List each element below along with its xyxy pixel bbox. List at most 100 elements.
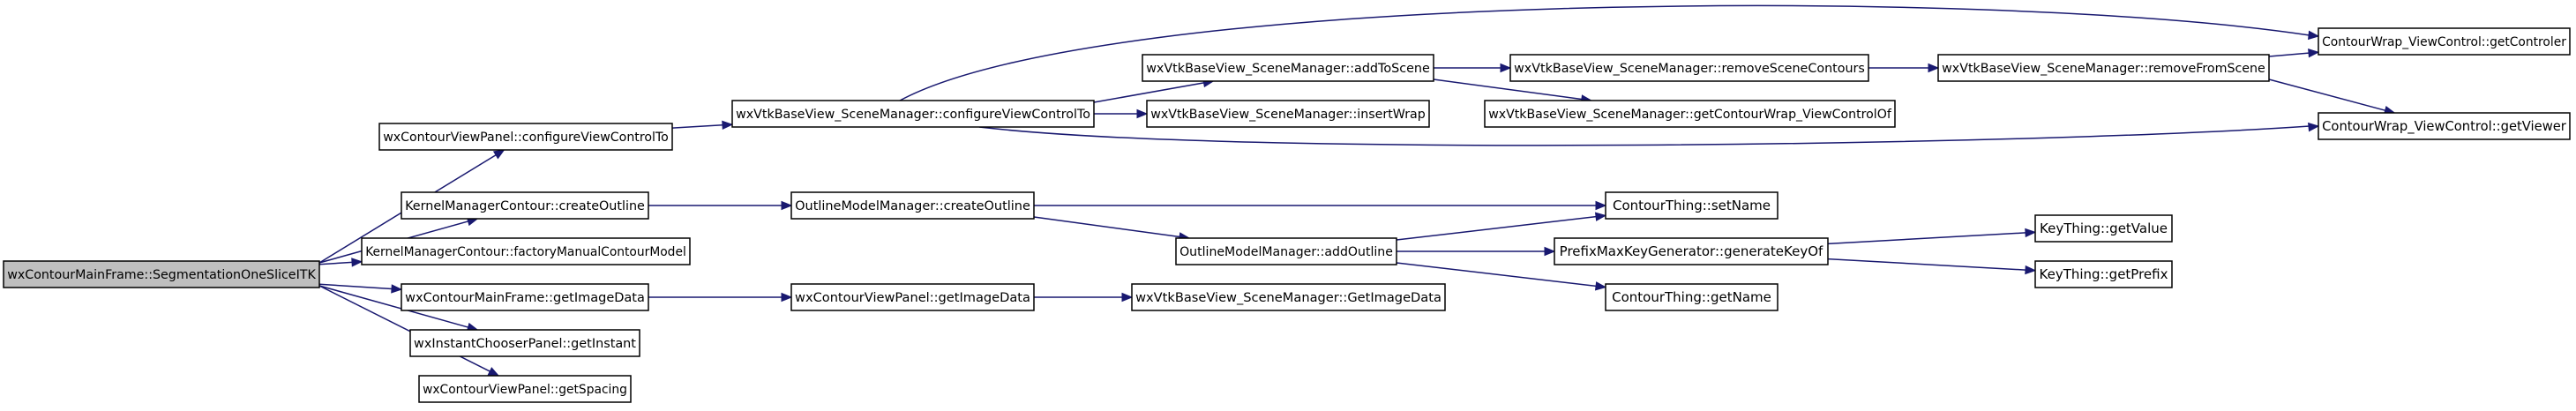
edge-n18-to-n21 xyxy=(1827,258,2037,275)
edge-n15-to-n16 xyxy=(1033,216,1191,242)
edge-n16-to-n19-arrowhead xyxy=(1594,281,1607,291)
edge-n12-to-n13 xyxy=(2268,48,2320,58)
edge-n16-to-n18 xyxy=(1397,246,1556,257)
edge-n12-to-n13-arrowhead xyxy=(2308,48,2320,58)
node-box xyxy=(361,237,691,265)
edge-n18-to-n20 xyxy=(1827,228,2037,245)
edge-root-to-n1-arrowhead xyxy=(492,149,505,160)
edge-n22-to-n23 xyxy=(1034,292,1134,303)
node-box xyxy=(409,329,640,357)
function-node[interactable]: ContourWrap_ViewControl::getViewer xyxy=(2318,112,2571,140)
node-label: wxVtkBaseView_SceneManager::getContourWr… xyxy=(1488,108,1892,122)
function-node[interactable]: ContourThing::setName xyxy=(1605,191,1778,220)
edge-n7-to-n14-arrowhead xyxy=(2308,122,2320,132)
edge-n7-to-n13-line xyxy=(899,4,2310,101)
function-node[interactable]: OutlineModelManager::addOutline xyxy=(1175,237,1397,265)
edge-n8-to-n10 xyxy=(1434,63,1512,73)
edge-n18-to-n21-arrowhead xyxy=(2025,265,2037,275)
edge-n16-to-n17-line xyxy=(1396,215,1597,241)
node-label: KernelManagerContour::factoryManualConto… xyxy=(365,245,686,259)
node-label: ContourThing::setName xyxy=(1613,198,1771,213)
edge-n1-to-n7-line xyxy=(671,124,723,129)
edge-n12-to-n13-line xyxy=(2268,52,2310,57)
edge-n10-to-n12 xyxy=(1868,63,1940,73)
edge-n7-to-n9-arrowhead xyxy=(1136,108,1149,119)
edge-n8-to-n11-line xyxy=(1433,78,1582,101)
node-box xyxy=(790,283,1035,311)
edge-n15-to-n17 xyxy=(1034,200,1607,211)
root-function-node[interactable]: wxContourMainFrame::SegmentationOneSlice… xyxy=(3,260,320,288)
node-label: ContourWrap_ViewControl::getViewer xyxy=(2322,119,2567,134)
function-node[interactable]: wxContourViewPanel::getSpacing xyxy=(418,375,632,403)
function-node[interactable]: wxContourMainFrame::getImageData xyxy=(401,283,649,311)
function-node[interactable]: wxContourViewPanel::getImageData xyxy=(790,283,1035,311)
node-label: KeyThing::getPrefix xyxy=(2040,266,2168,282)
function-node[interactable]: wxVtkBaseView_SceneManager::addToScene xyxy=(1142,54,1434,82)
edge-n7-to-n8 xyxy=(1093,78,1215,103)
function-node[interactable]: KeyThing::getValue xyxy=(2034,214,2173,243)
edge-n16-to-n18-arrowhead xyxy=(1544,246,1556,257)
node-box xyxy=(2034,260,2173,288)
node-box xyxy=(1484,100,1896,128)
edge-n18-to-n21-line xyxy=(1827,258,2026,271)
edge-n7-to-n9 xyxy=(1094,108,1149,119)
function-node[interactable]: wxVtkBaseView_SceneManager::removeFromSc… xyxy=(1937,54,2270,82)
function-node[interactable]: ContourWrap_ViewControl::getControler xyxy=(2318,27,2571,56)
edge-n7-to-n14-line xyxy=(978,125,2310,146)
edge-n16-to-n17-arrowhead xyxy=(1594,212,1607,221)
function-node[interactable]: wxInstantChooserPanel::getInstant xyxy=(409,329,640,357)
node-label: wxVtkBaseView_SceneManager::GetImageData xyxy=(1135,290,1442,305)
edge-n1-to-n7 xyxy=(671,120,734,131)
edge-n8-to-n10-arrowhead xyxy=(1500,63,1512,73)
node-box xyxy=(1146,100,1430,128)
node-box xyxy=(1937,54,2270,82)
node-label: wxContourViewPanel::getSpacing xyxy=(423,383,627,397)
node-box xyxy=(401,283,649,311)
node-label: wxContourViewPanel::getImageData xyxy=(795,290,1030,305)
node-label: wxContourMainFrame::getImageData xyxy=(405,291,645,305)
function-node[interactable]: PrefixMaxKeyGenerator::generateKeyOf xyxy=(1554,237,1829,265)
function-node[interactable]: wxContourViewPanel::configureViewControl… xyxy=(378,123,673,151)
function-node[interactable]: wxVtkBaseView_SceneManager::GetImageData xyxy=(1131,283,1446,311)
function-node[interactable]: KernelManagerContour::createOutline xyxy=(401,191,649,220)
edge-n15-to-n16-line xyxy=(1033,216,1180,238)
function-node[interactable]: ContourThing::getName xyxy=(1605,283,1778,311)
node-box xyxy=(1509,54,1869,82)
edge-n12-to-n14 xyxy=(2268,78,2396,116)
edge-n16-to-n17 xyxy=(1396,212,1607,241)
edge-n7-to-n13 xyxy=(899,4,2320,101)
node-box xyxy=(1554,237,1829,265)
node-label: ContourThing::getName xyxy=(1612,289,1771,305)
node-label: ContourWrap_ViewControl::getControler xyxy=(2322,35,2566,49)
function-node[interactable]: OutlineModelManager::createOutline xyxy=(790,191,1035,220)
node-box xyxy=(1142,54,1434,82)
function-node[interactable]: wxVtkBaseView_SceneManager::insertWrap xyxy=(1146,100,1430,128)
function-node[interactable]: KeyThing::getPrefix xyxy=(2034,260,2173,288)
node-label: wxVtkBaseView_SceneManager::addToScene xyxy=(1146,62,1430,76)
edge-n18-to-n20-arrowhead xyxy=(2025,228,2037,238)
node-label: wxVtkBaseView_SceneManager::configureVie… xyxy=(736,108,1090,122)
node-box xyxy=(2034,214,2173,243)
edge-n7-to-n13-arrowhead xyxy=(2308,30,2320,41)
function-node[interactable]: wxVtkBaseView_SceneManager::removeSceneC… xyxy=(1509,54,1869,82)
node-box xyxy=(2318,112,2571,140)
node-box xyxy=(2318,27,2571,56)
node-label: wxVtkBaseView_SceneManager::removeSceneC… xyxy=(1514,62,1865,76)
node-label: KernelManagerContour::createOutline xyxy=(405,199,645,213)
node-box xyxy=(790,191,1035,220)
node-label: KeyThing::getValue xyxy=(2040,220,2168,236)
function-node[interactable]: KernelManagerContour::factoryManualConto… xyxy=(361,237,691,265)
edge-root-to-n4-arrowhead xyxy=(391,284,403,294)
edge-n7-to-n8-line xyxy=(1093,82,1204,103)
edge-root-to-n3 xyxy=(318,258,363,267)
edge-n15-to-n17-arrowhead xyxy=(1595,200,1607,211)
function-node[interactable]: wxVtkBaseView_SceneManager::configureVie… xyxy=(731,100,1095,128)
node-box xyxy=(1605,191,1778,220)
edge-n8-to-n11 xyxy=(1433,78,1593,104)
node-label: wxContourMainFrame::SegmentationOneSlice… xyxy=(7,268,316,282)
node-label: wxVtkBaseView_SceneManager::insertWrap xyxy=(1150,108,1426,122)
function-node[interactable]: wxVtkBaseView_SceneManager::getContourWr… xyxy=(1484,100,1896,128)
edge-n7-to-n14 xyxy=(978,122,2320,146)
node-box xyxy=(378,123,673,151)
